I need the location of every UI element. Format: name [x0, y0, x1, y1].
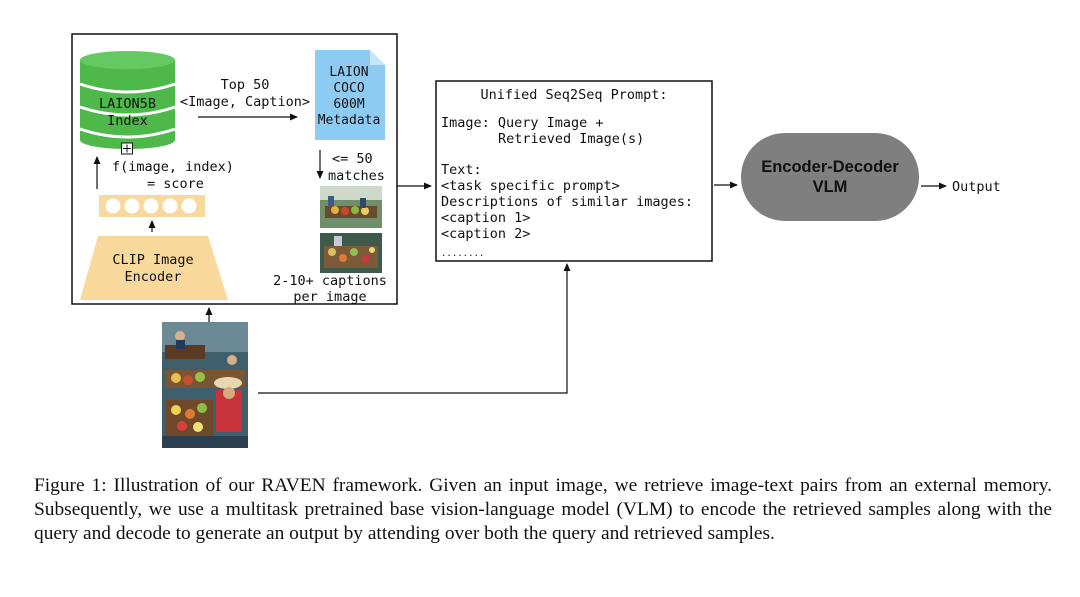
- database-icon: [79, 51, 176, 149]
- raven-diagram: LAION5B Index Top 50 <Image, Caption> LA…: [71, 33, 1001, 448]
- retrieved-image-2: [320, 233, 382, 273]
- vlm-node: [741, 133, 919, 221]
- laion5b-index-label: Index: [107, 113, 148, 129]
- prompt-retrieved-images: Retrieved Image(s): [498, 131, 644, 147]
- matches-label: matches: [328, 168, 385, 184]
- metadata-line-600m: 600M: [333, 97, 364, 112]
- top50-label: Top 50: [221, 77, 270, 93]
- vlm-subtitle: VLM: [813, 178, 848, 196]
- clip-encoder-shape: [80, 236, 228, 300]
- figure-caption: Figure 1: Illustration of our RAVEN fram…: [34, 475, 1052, 544]
- prompt-text-label: Text:: [441, 162, 482, 178]
- metadata-line-coco: COCO: [333, 81, 364, 96]
- output-label: Output: [952, 179, 1001, 195]
- prompt-title: Unified Seq2Seq Prompt:: [481, 87, 668, 103]
- prompt-descriptions-line: Descriptions of similar images:: [441, 194, 693, 210]
- per-image-label: per image: [293, 289, 366, 305]
- captions-count-label: 2-10+ captions: [273, 273, 387, 289]
- combine-icon: [121, 142, 133, 155]
- query-to-prompt-arrow: [258, 263, 571, 394]
- laion5b-label: LAION5B: [99, 96, 156, 112]
- vlm-title: Encoder-Decoder: [761, 158, 899, 176]
- score-function-label: f(image, index): [112, 159, 234, 175]
- prompt-box: [435, 80, 713, 262]
- prompt-task-line: <task specific prompt>: [441, 178, 620, 194]
- prompt-caption-1: <caption 1>: [441, 210, 530, 226]
- query-image: [162, 322, 248, 448]
- prompt-image-line: Image: Query Image +: [441, 115, 604, 131]
- metadata-line-metadata: Metadata: [318, 113, 381, 128]
- score-equals-label: = score: [147, 176, 204, 192]
- embedding-vector: [99, 195, 205, 217]
- retrieval-module-box: [71, 33, 398, 305]
- prompt-ellipsis: ........: [441, 249, 484, 259]
- document-icon: [315, 50, 385, 140]
- clip-encoder-subtitle: Encoder: [125, 269, 182, 285]
- clip-encoder-title: CLIP Image: [112, 252, 193, 268]
- metadata-line-laion: LAION: [329, 65, 368, 80]
- image-caption-label: <Image, Caption>: [180, 94, 310, 110]
- prompt-caption-2: <caption 2>: [441, 226, 530, 242]
- retrieved-image-1: [320, 186, 382, 228]
- matches-count-label: <= 50: [332, 151, 373, 167]
